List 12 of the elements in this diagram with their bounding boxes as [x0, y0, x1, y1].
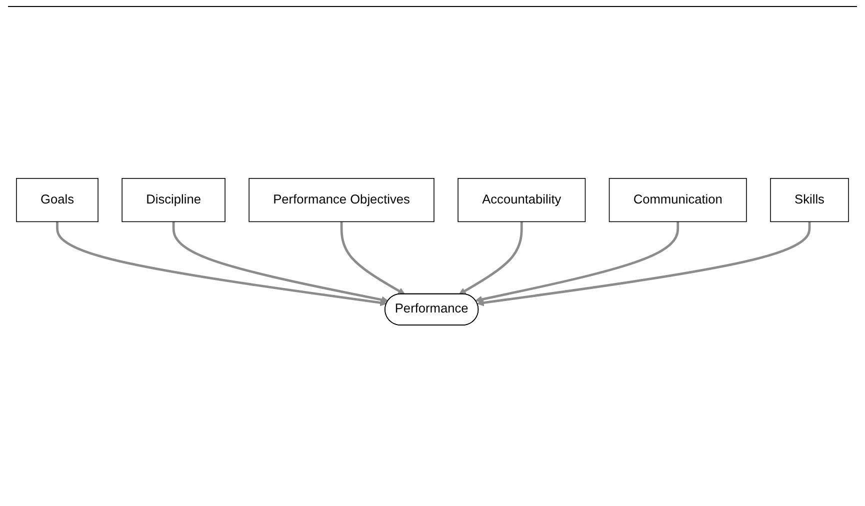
arrow: [477, 222, 811, 307]
node-box: Discipline: [122, 178, 226, 222]
node-box: Communication: [608, 178, 747, 222]
node-box: Goals: [16, 178, 98, 222]
node-box: Performance Objectives: [248, 178, 434, 222]
arrow: [475, 222, 680, 304]
node-box: Skills: [770, 178, 849, 222]
node-box: Accountability: [458, 178, 586, 222]
arrow: [56, 222, 387, 306]
arrow: [340, 222, 406, 295]
arrow: [172, 222, 388, 304]
arrow: [458, 222, 523, 295]
